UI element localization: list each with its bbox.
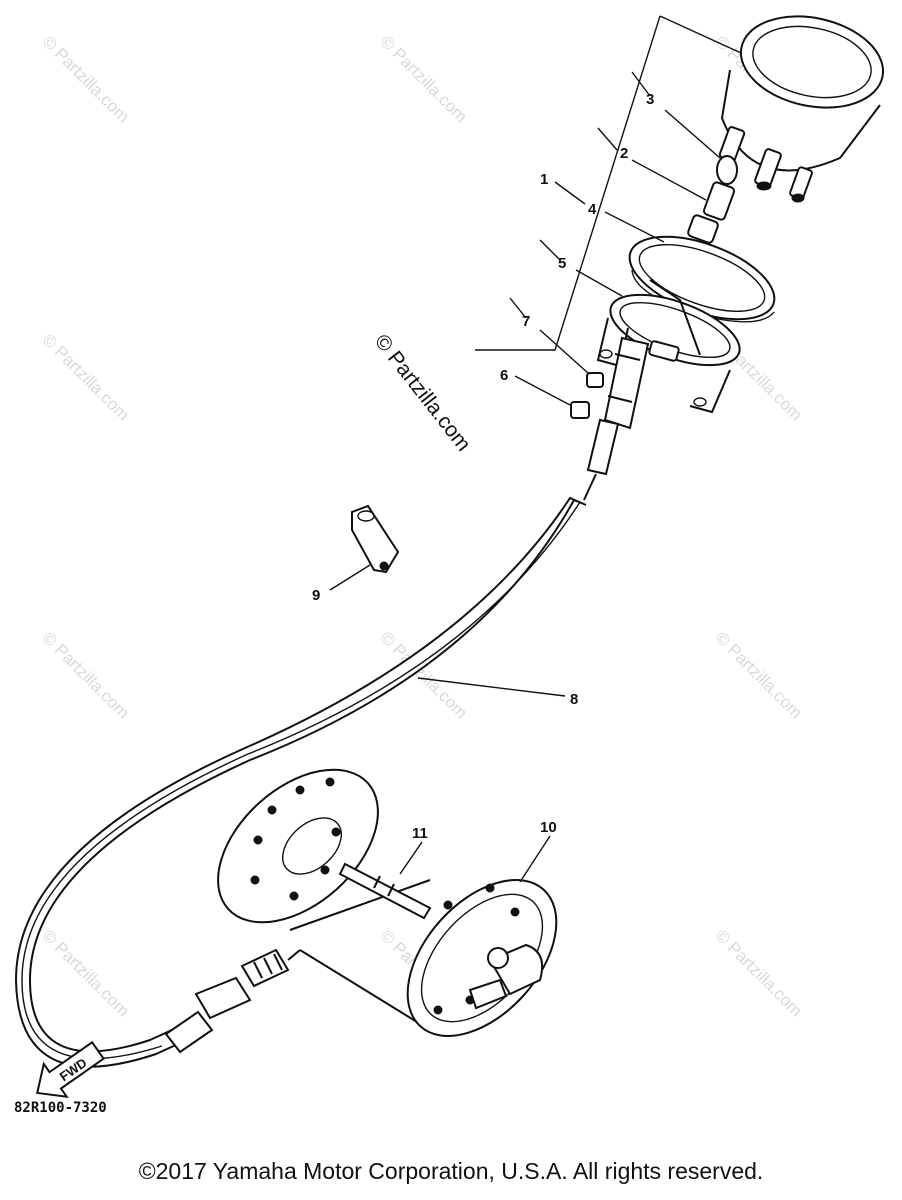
meter-gauge-illustration <box>718 15 885 203</box>
callout-6: 6 <box>500 367 508 384</box>
nuts-washers-illustration <box>570 372 604 419</box>
callout-11: 11 <box>412 825 428 842</box>
callout-7: 7 <box>522 313 530 330</box>
gear-shaft-illustration <box>338 862 432 920</box>
bulb-and-socket-illustration <box>687 155 738 244</box>
gear-unit-disc-illustration <box>217 768 558 1037</box>
callout-1: 1 <box>540 171 548 188</box>
callout-2: 2 <box>620 145 628 162</box>
callout-4: 4 <box>588 201 597 218</box>
diagram-part-code: 82R100-7320 <box>14 1100 107 1116</box>
cable-clip-illustration <box>351 504 400 574</box>
callout-8: 8 <box>570 691 578 708</box>
copyright-notice: ©2017 Yamaha Motor Corporation, U.S.A. A… <box>138 1158 764 1184</box>
leader-lines <box>329 71 721 883</box>
callout-10: 10 <box>540 819 557 836</box>
cable-upper-end-illustration <box>583 336 680 501</box>
assembly-bracket <box>475 15 753 351</box>
callout-3: 3 <box>646 91 654 108</box>
speedometer-cable-illustration <box>14 496 587 1068</box>
callout-5: 5 <box>558 255 566 272</box>
callout-9: 9 <box>312 587 320 604</box>
